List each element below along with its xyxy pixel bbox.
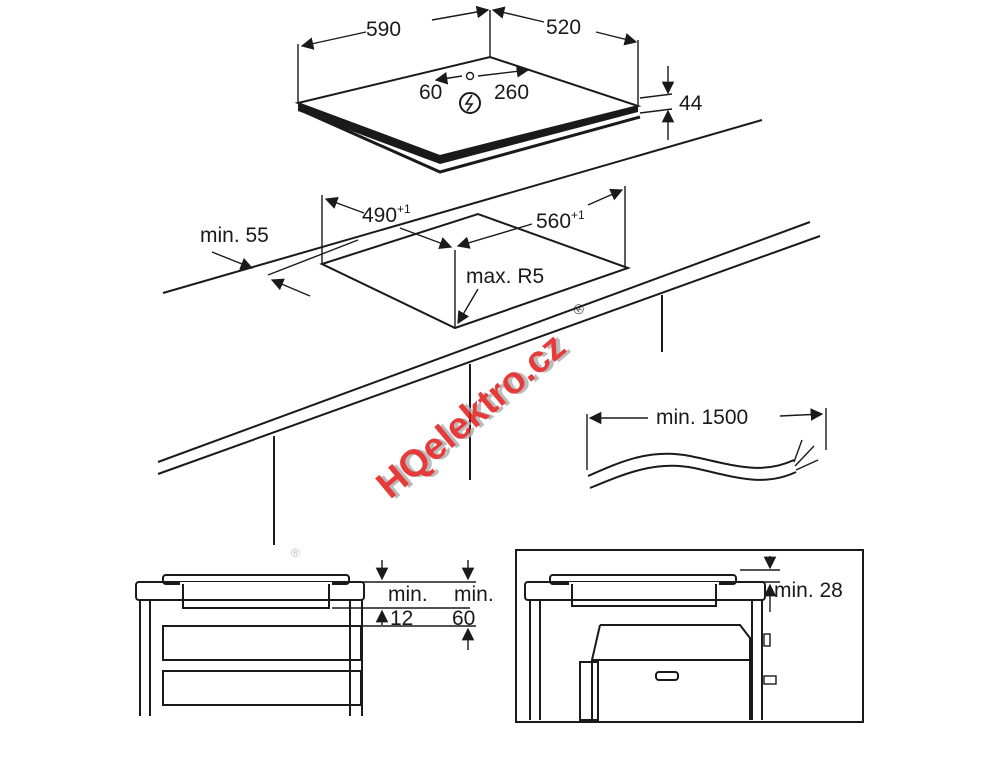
cable-bottom [589,464,797,489]
svg-text:HQelektro.cz: HQelektro.cz [369,325,574,507]
connection-offset-y-label: 260 [494,81,529,104]
drawer-space-value: 60 [452,607,475,630]
cable-length-label: min. 1500 [656,406,748,429]
connection-offset-x-label: 60 [419,81,442,104]
connection-point [465,71,475,81]
hob-height-label: 44 [679,92,703,115]
hob-side-edge [440,106,638,164]
svg-text:®: ® [569,299,588,318]
oven-gap-label: min. 28 [774,579,843,602]
hob-front-edge [298,103,440,164]
cable-top [587,452,795,477]
hob-top-surface [294,55,642,158]
cutout-width-label: 490+1 [362,202,411,227]
hob-width-label: 590 [366,18,401,41]
drawer-1 [162,625,362,661]
oven-top [600,624,751,720]
drawer-section-drawing: min. 12 min. 60 [135,560,494,716]
drawer-space-caption: min. [454,583,494,606]
watermark-logo: HQelektro.cz HQelektro.cz ® [369,299,588,507]
cutout-outline [319,212,632,330]
drawer-2 [162,670,362,706]
cutout-radius-label: max. R5 [466,265,544,288]
hob-drawing: 590 520 44 60 260 [294,5,703,174]
hob-depth-label: 520 [546,16,581,39]
oven-handle [655,671,679,681]
countertop-drawing: 490+1 560+1 max. R5 min. 55 [157,119,821,545]
cutout-depth-label: 560+1 [536,208,585,233]
oven-section-drawing: min. 28 [515,549,864,723]
svg-text:®: ® [291,546,300,560]
power-connection-icon [459,92,481,114]
drawer-gap-value: 12 [390,607,413,630]
oven-section-frame [515,549,864,723]
edge-distance-label: min. 55 [200,224,269,247]
power-cable-drawing: min. 1500 [586,406,827,489]
drawer-gap-caption: min. [388,583,428,606]
